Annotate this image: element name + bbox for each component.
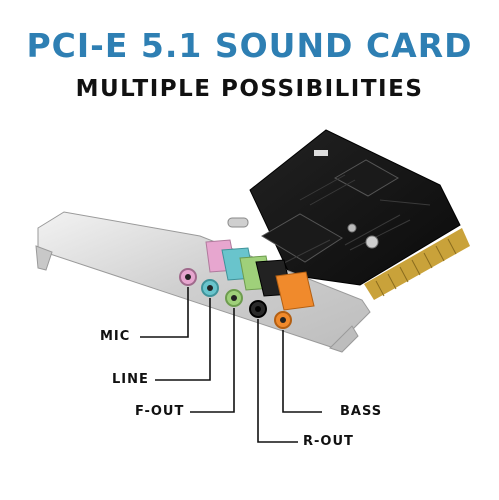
- jumper-header: [314, 150, 328, 156]
- pcie-gold-contacts: [364, 228, 470, 300]
- leader-line-line: [155, 298, 211, 381]
- port-label-rout: R-OUT: [303, 434, 354, 449]
- crystal-oscillator: [227, 217, 249, 228]
- port-label-bass: BASS: [340, 404, 383, 419]
- port-ring-bass: [274, 311, 292, 329]
- leader-line-mic: [140, 287, 189, 338]
- leader-line-bass: [282, 330, 322, 413]
- page-title: PCI-E 5.1 SOUND CARD: [26, 26, 473, 65]
- bracket-foot: [329, 325, 359, 353]
- capacitor: [365, 235, 379, 249]
- leader-line-rout: [257, 319, 298, 443]
- audio-chip-large: [261, 213, 343, 263]
- port-label-fout: F-OUT: [135, 404, 185, 419]
- port-label-mic: MIC: [100, 329, 131, 344]
- leader-line-fout: [190, 308, 235, 413]
- jack-housing-bass: [275, 271, 315, 311]
- page-subtitle: MULTIPLE POSSIBILITIES: [75, 76, 424, 102]
- capacitor: [347, 223, 357, 233]
- controller-chip: [333, 159, 399, 197]
- port-ring-rout: [249, 300, 267, 318]
- port-ring-fout: [225, 289, 243, 307]
- port-ring-line: [201, 279, 219, 297]
- port-label-line: LINE: [112, 372, 149, 387]
- bracket-tab: [35, 245, 53, 271]
- port-ring-mic: [179, 268, 197, 286]
